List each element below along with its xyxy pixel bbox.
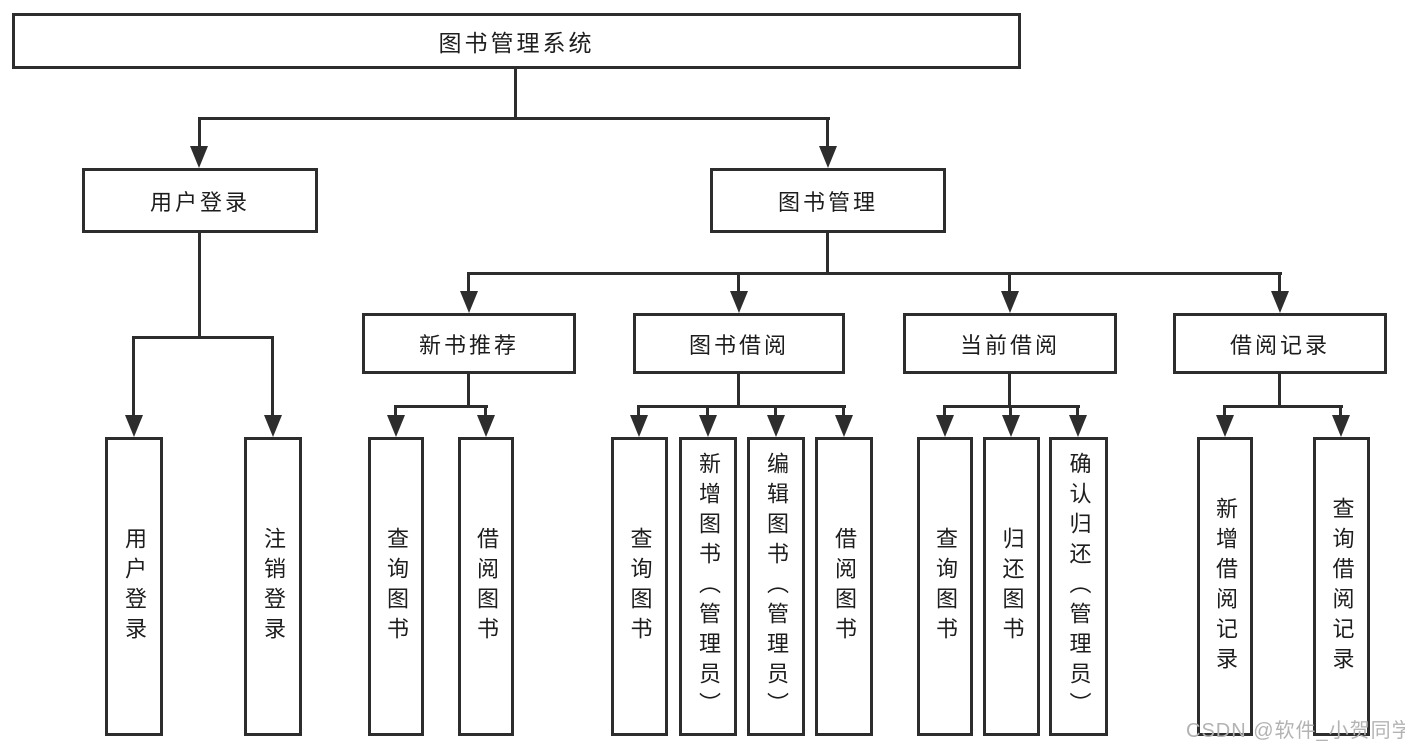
connector-line xyxy=(637,405,846,408)
node-new-book-recommendation: 新书推荐 xyxy=(362,313,576,374)
connector-line xyxy=(1076,405,1079,418)
node-leaf-logout: 注销登录 xyxy=(244,437,302,736)
connector-line xyxy=(1223,405,1343,408)
arrowhead-down-icon xyxy=(835,415,853,437)
connector-line xyxy=(467,374,470,407)
connector-line xyxy=(394,405,488,408)
arrowhead-down-icon xyxy=(264,415,282,437)
connector-line xyxy=(468,272,1282,275)
node-leaf-confirm-return-admin: 确认归还（管理员） xyxy=(1049,437,1108,736)
node-current-borrowing: 当前借阅 xyxy=(903,313,1117,374)
node-root: 图书管理系统 xyxy=(12,13,1021,69)
node-leaf-query-books: 查询图书 xyxy=(611,437,668,736)
arrowhead-down-icon xyxy=(936,415,954,437)
connector-line xyxy=(1223,405,1226,418)
node-leaf-query-books: 查询图书 xyxy=(368,437,424,736)
connector-line xyxy=(1008,374,1011,407)
arrowhead-down-icon xyxy=(767,415,785,437)
connector-line xyxy=(826,117,829,149)
watermark: CSDN @软件_小贺同学 xyxy=(1186,720,1405,742)
arrowhead-down-icon xyxy=(1069,415,1087,437)
node-leaf-query-borrow-record: 查询借阅记录 xyxy=(1313,437,1370,736)
connector-line xyxy=(271,336,274,417)
node-book-borrowing: 图书借阅 xyxy=(633,313,845,374)
connector-line xyxy=(826,233,829,274)
arrowhead-down-icon xyxy=(387,415,405,437)
arrowhead-down-icon xyxy=(819,146,837,168)
connector-line xyxy=(467,272,470,294)
arrowhead-down-icon xyxy=(1271,291,1289,313)
node-leaf-add-borrow-record: 新增借阅记录 xyxy=(1197,437,1253,736)
connector-line xyxy=(774,405,777,418)
arrowhead-down-icon xyxy=(1332,415,1350,437)
node-leaf-query-books: 查询图书 xyxy=(917,437,973,736)
connector-line xyxy=(198,233,201,337)
arrowhead-down-icon xyxy=(1216,415,1234,437)
arrowhead-down-icon xyxy=(630,415,648,437)
node-leaf-add-books-admin: 新增图书（管理员） xyxy=(679,437,737,736)
connector-line xyxy=(1008,272,1011,294)
connector-line xyxy=(198,117,201,149)
connector-line xyxy=(198,117,830,120)
connector-line xyxy=(737,374,740,407)
arrowhead-down-icon xyxy=(699,415,717,437)
node-user-login: 用户登录 xyxy=(82,168,318,233)
connector-line xyxy=(943,405,946,418)
node-leaf-borrow-books: 借阅图书 xyxy=(815,437,873,736)
connector-line xyxy=(514,69,517,119)
connector-line xyxy=(1009,405,1012,418)
arrowhead-down-icon xyxy=(477,415,495,437)
node-book-management: 图书管理 xyxy=(710,168,946,233)
node-leaf-edit-books-admin: 编辑图书（管理员） xyxy=(747,437,805,736)
connector-line xyxy=(1278,272,1281,294)
connector-line xyxy=(133,336,274,339)
connector-line xyxy=(132,336,135,417)
connector-line xyxy=(394,405,397,418)
arrowhead-down-icon xyxy=(1002,415,1020,437)
connector-line xyxy=(842,405,845,418)
arrowhead-down-icon xyxy=(730,291,748,313)
connector-line xyxy=(484,405,487,418)
node-borrowing-records: 借阅记录 xyxy=(1173,313,1387,374)
arrowhead-down-icon xyxy=(190,146,208,168)
connector-line xyxy=(737,272,740,294)
node-leaf-borrow-books: 借阅图书 xyxy=(458,437,514,736)
connector-line xyxy=(1339,405,1342,418)
arrowhead-down-icon xyxy=(125,415,143,437)
connector-line xyxy=(1278,374,1281,407)
arrowhead-down-icon xyxy=(460,291,478,313)
node-leaf-return-books: 归还图书 xyxy=(983,437,1040,736)
arrowhead-down-icon xyxy=(1001,291,1019,313)
connector-line xyxy=(706,405,709,418)
connector-line xyxy=(637,405,640,418)
node-leaf-user-login: 用户登录 xyxy=(105,437,163,736)
